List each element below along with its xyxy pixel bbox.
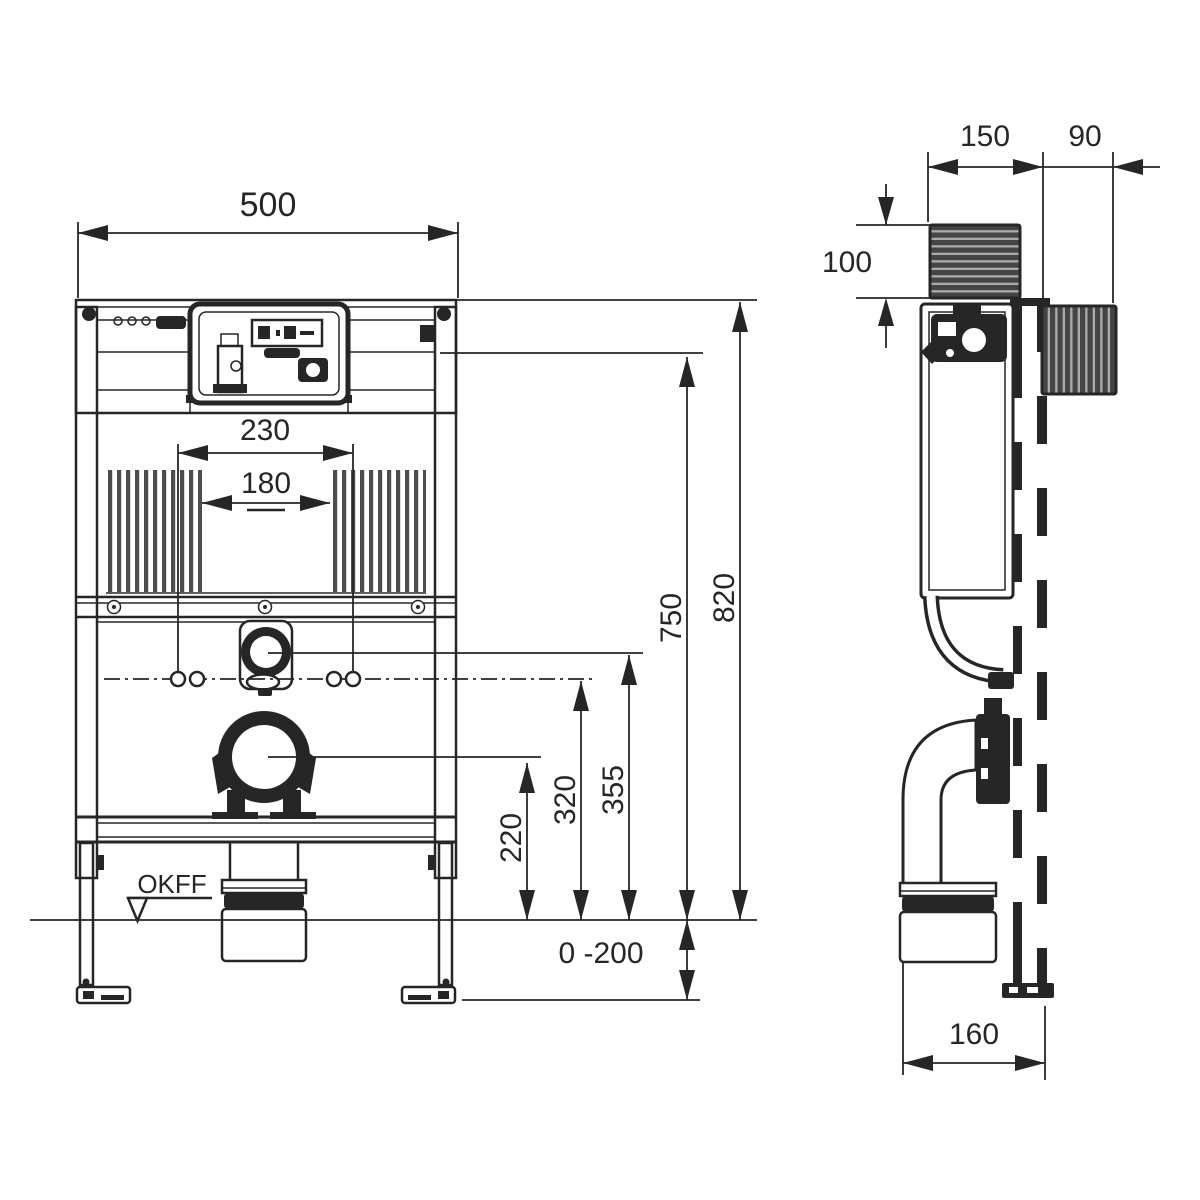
mounting-rail — [1002, 298, 1054, 998]
leg-right — [437, 841, 454, 987]
drain-socket-side — [898, 881, 998, 964]
water-supply-fitting — [238, 619, 294, 696]
dim-outlet-height-label: 220 — [495, 813, 528, 863]
front-view: OKFF 500 230 180 — [30, 186, 757, 1005]
leg-left — [78, 841, 95, 987]
rail-bolt — [106, 599, 426, 615]
dim-outlet-height: 220 — [268, 756, 541, 920]
drain-elbow — [901, 718, 978, 886]
frame-structure — [74, 298, 458, 1005]
dim-supply-height-label: 355 — [597, 765, 630, 815]
dim-frame-width-label: 500 — [240, 186, 297, 224]
floor-level-label: OKFF — [137, 869, 206, 899]
corner-bolt-right — [437, 307, 451, 321]
fixing-holes — [104, 670, 596, 688]
dim-depth: 150 90 — [927, 120, 1160, 303]
dim-foot-adjust-label: 0 -200 — [558, 937, 643, 970]
dim-frame-depth-label: 150 — [960, 120, 1010, 153]
dim-conduit-depth-label: 90 — [1068, 120, 1101, 153]
upright-right — [433, 305, 458, 880]
dim-foot-adjust: 0 -200 — [462, 920, 700, 1001]
dim-cistern-top-height-label: 750 — [655, 593, 688, 643]
cistern-side — [919, 302, 1015, 600]
dim-cover-height: 100 — [822, 184, 930, 348]
cistern-control-box — [186, 301, 352, 413]
protection-cover-box — [928, 223, 1022, 300]
dim-rod-spacing-label: 230 — [240, 414, 290, 447]
dim-cistern-top-height: 750 — [440, 352, 703, 920]
dim-fixing-height: 320 — [549, 681, 589, 920]
dim-rod-spacing: 230 — [177, 414, 354, 671]
control-display — [250, 318, 324, 348]
dim-frame-height: 820 — [456, 299, 757, 920]
corner-bolt-left — [82, 307, 96, 321]
foot-left — [75, 985, 132, 1005]
upper-cross-rail — [76, 595, 456, 623]
dim-inner-spacing-label: 180 — [241, 467, 291, 500]
dim-frame-width: 500 — [77, 186, 459, 298]
upright-left — [74, 305, 99, 880]
dim-frame-height-label: 820 — [708, 573, 741, 623]
lower-cross-rail — [76, 815, 456, 844]
flush-bend-pipe — [923, 595, 1014, 689]
insulation-ribs — [106, 470, 426, 594]
floor-level: OKFF — [30, 869, 757, 925]
dim-inner-spacing: 180 — [202, 467, 330, 512]
dim-supply-height: 355 — [268, 652, 643, 920]
rail-foot — [1002, 983, 1054, 998]
dim-cover-height-label: 100 — [822, 246, 872, 279]
connection-bracket — [976, 698, 1010, 804]
dim-drain-offset-label: 160 — [949, 1018, 999, 1051]
side-view: 150 90 100 160 — [822, 120, 1160, 1080]
drain-clamp-ring — [212, 711, 316, 819]
conduit-box — [1040, 304, 1118, 396]
dim-drain-offset: 160 — [902, 962, 1046, 1080]
foot-right — [400, 985, 457, 1005]
drain-socket-front — [220, 842, 308, 963]
level-symbol-icon — [126, 896, 149, 925]
dim-fixing-height-label: 320 — [549, 775, 582, 825]
